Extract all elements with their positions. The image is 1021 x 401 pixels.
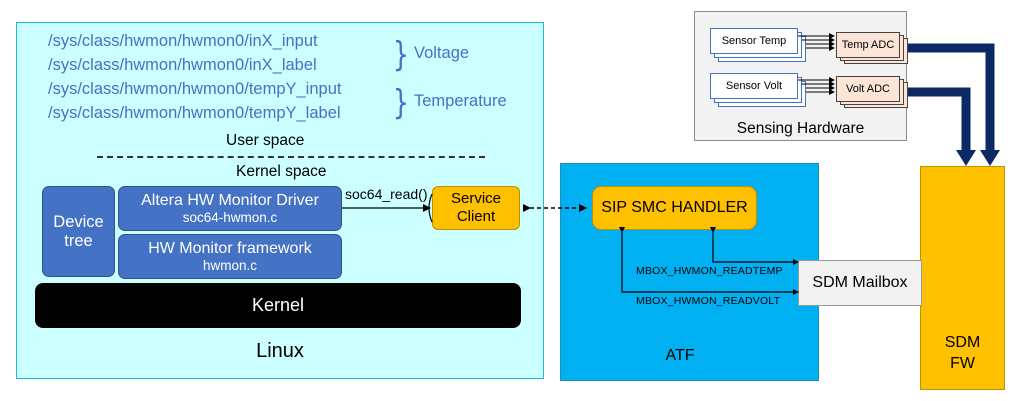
temperature-brace: } [392,83,409,123]
volt-adc-to-fw-arrowhead [956,150,976,166]
sensor-volt-to-adc-lines [798,77,835,95]
kernel-space-label: Kernel space [236,163,327,180]
voltage-brace: } [392,35,409,75]
sdm-fw-block [920,166,1005,390]
sdm-fw-line2: FW [950,354,975,372]
sysfs-path-temp-input: /sys/class/hwmon/hwmon0/tempY_input [48,80,342,98]
volt-adc-label: Volt ADC [845,83,891,95]
user-space-label: User space [226,132,305,149]
sensor-volt-label: Sensor Volt [725,80,783,92]
service-client-line1: Service [450,190,502,207]
sdm-fw-label: SDM FW [920,333,1005,375]
hw-monitor-framework-block: HW Monitor framework hwmon.c [118,234,342,279]
driver-title: Altera HW Monitor Driver [141,191,319,209]
device-tree-label: Device tree [53,212,104,250]
service-client-block: Service Client [432,186,520,230]
temp-adc-to-fw-arrow [908,43,995,152]
framework-title: HW Monitor framework [148,239,312,257]
volt-adc-to-fw-arrow [908,87,971,152]
kernel-block: Kernel [35,283,521,328]
device-tree-block: Device tree [42,186,115,277]
temperature-label: Temperature [414,92,507,110]
sdm-mailbox-label: SDM Mailbox [812,274,908,291]
volt-adc-block: Volt ADC [836,76,900,102]
sysfs-path-in-label: /sys/class/hwmon/hwmon0/inX_label [48,56,317,74]
kernel-label: Kernel [251,295,305,315]
mbox-readvolt-label: MBOX_HWMON_READVOLT [636,295,781,307]
service-client-line2: Client [456,208,496,225]
sensor-temp-block: Sensor Temp [710,28,798,54]
mbox-readtemp-arrow [710,227,799,265]
sip-smc-handler-label: SIP SMC HANDLER [601,199,748,216]
sensor-volt-block: Sensor Volt [710,73,798,99]
sdm-mailbox-block: SDM Mailbox [798,260,922,306]
atf-label: ATF [665,347,695,364]
soc64-read-bracket [428,193,433,223]
temp-adc-to-fw-arrowhead [980,150,1000,166]
voltage-label: Voltage [414,44,470,62]
sip-smc-handler-block: SIP SMC HANDLER [592,186,757,230]
sensing-hardware-label: Sensing Hardware [736,120,865,137]
driver-file: soc64-hwmon.c [182,209,278,225]
space-separator [97,156,485,158]
sysfs-path-in-input: /sys/class/hwmon/hwmon0/inX_input [48,32,318,50]
sdm-fw-line1: SDM [944,334,981,351]
mbox-readvolt-arrow [619,227,799,295]
temp-adc-block: Temp ADC [836,32,900,58]
temp-adc-label: Temp ADC [841,39,895,51]
hw-monitor-driver-block: Altera HW Monitor Driver soc64-hwmon.c [118,186,342,231]
sensor-temp-to-adc-lines [798,33,835,51]
soc64-read-call-label: soc64_read() [345,186,428,202]
sysfs-path-temp-label: /sys/class/hwmon/hwmon0/tempY_label [48,104,341,122]
framework-file: hwmon.c [202,257,258,273]
linux-label: Linux [256,340,304,362]
sensor-temp-label: Sensor Temp [721,35,787,47]
